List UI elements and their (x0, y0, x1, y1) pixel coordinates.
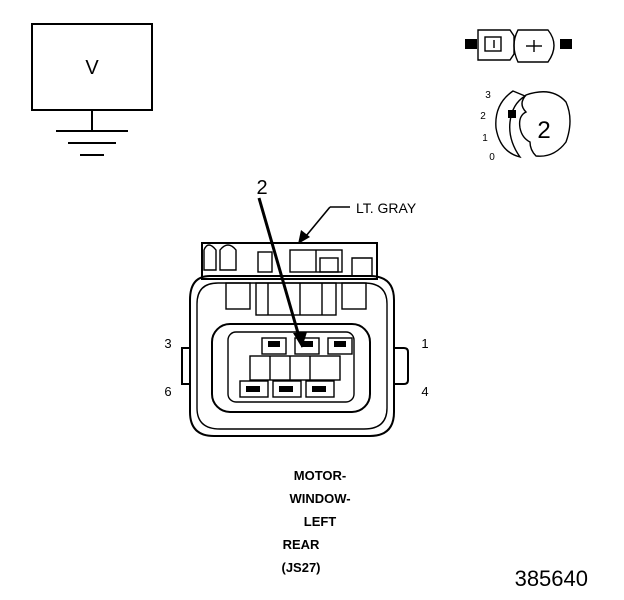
probe-step-label-2: 2 (480, 111, 486, 122)
probe-step-label-1: 1 (482, 133, 488, 144)
wire-color-label: LT. GRAY (356, 200, 417, 216)
pin-label-top-left: 3 (164, 336, 171, 351)
probe-tip-icon (465, 29, 572, 63)
connector-name-line: REAR (283, 537, 320, 552)
figure-number: 385640 (515, 566, 588, 591)
connector-name-line: (JS27) (281, 560, 320, 575)
probe-badge: 2 (537, 117, 550, 144)
connector-name-line: WINDOW- (289, 491, 350, 506)
connector-name-line: MOTOR- (294, 468, 346, 483)
probe-step-label-0: 0 (489, 152, 495, 163)
pin-callout-arrow: 2 (256, 177, 307, 348)
ground-icon (56, 110, 128, 156)
pin-callout-number: 2 (256, 177, 267, 199)
voltmeter-label: V (85, 57, 99, 79)
probe-selector-icon: 3 2 1 0 2 (480, 90, 571, 163)
wire-color-leader: LT. GRAY (298, 200, 417, 244)
pin-label-bottom-right: 4 (421, 384, 428, 399)
probe-step-label-3: 3 (485, 90, 491, 101)
pin-label-top-right: 1 (421, 336, 428, 351)
connector-face (181, 242, 409, 437)
voltmeter-symbol: V (31, 23, 153, 156)
pin-label-bottom-left: 6 (164, 384, 171, 399)
connector-name-line: LEFT (304, 514, 337, 529)
connector-name: MOTOR- WINDOW- LEFT REAR (JS27) (281, 468, 350, 575)
